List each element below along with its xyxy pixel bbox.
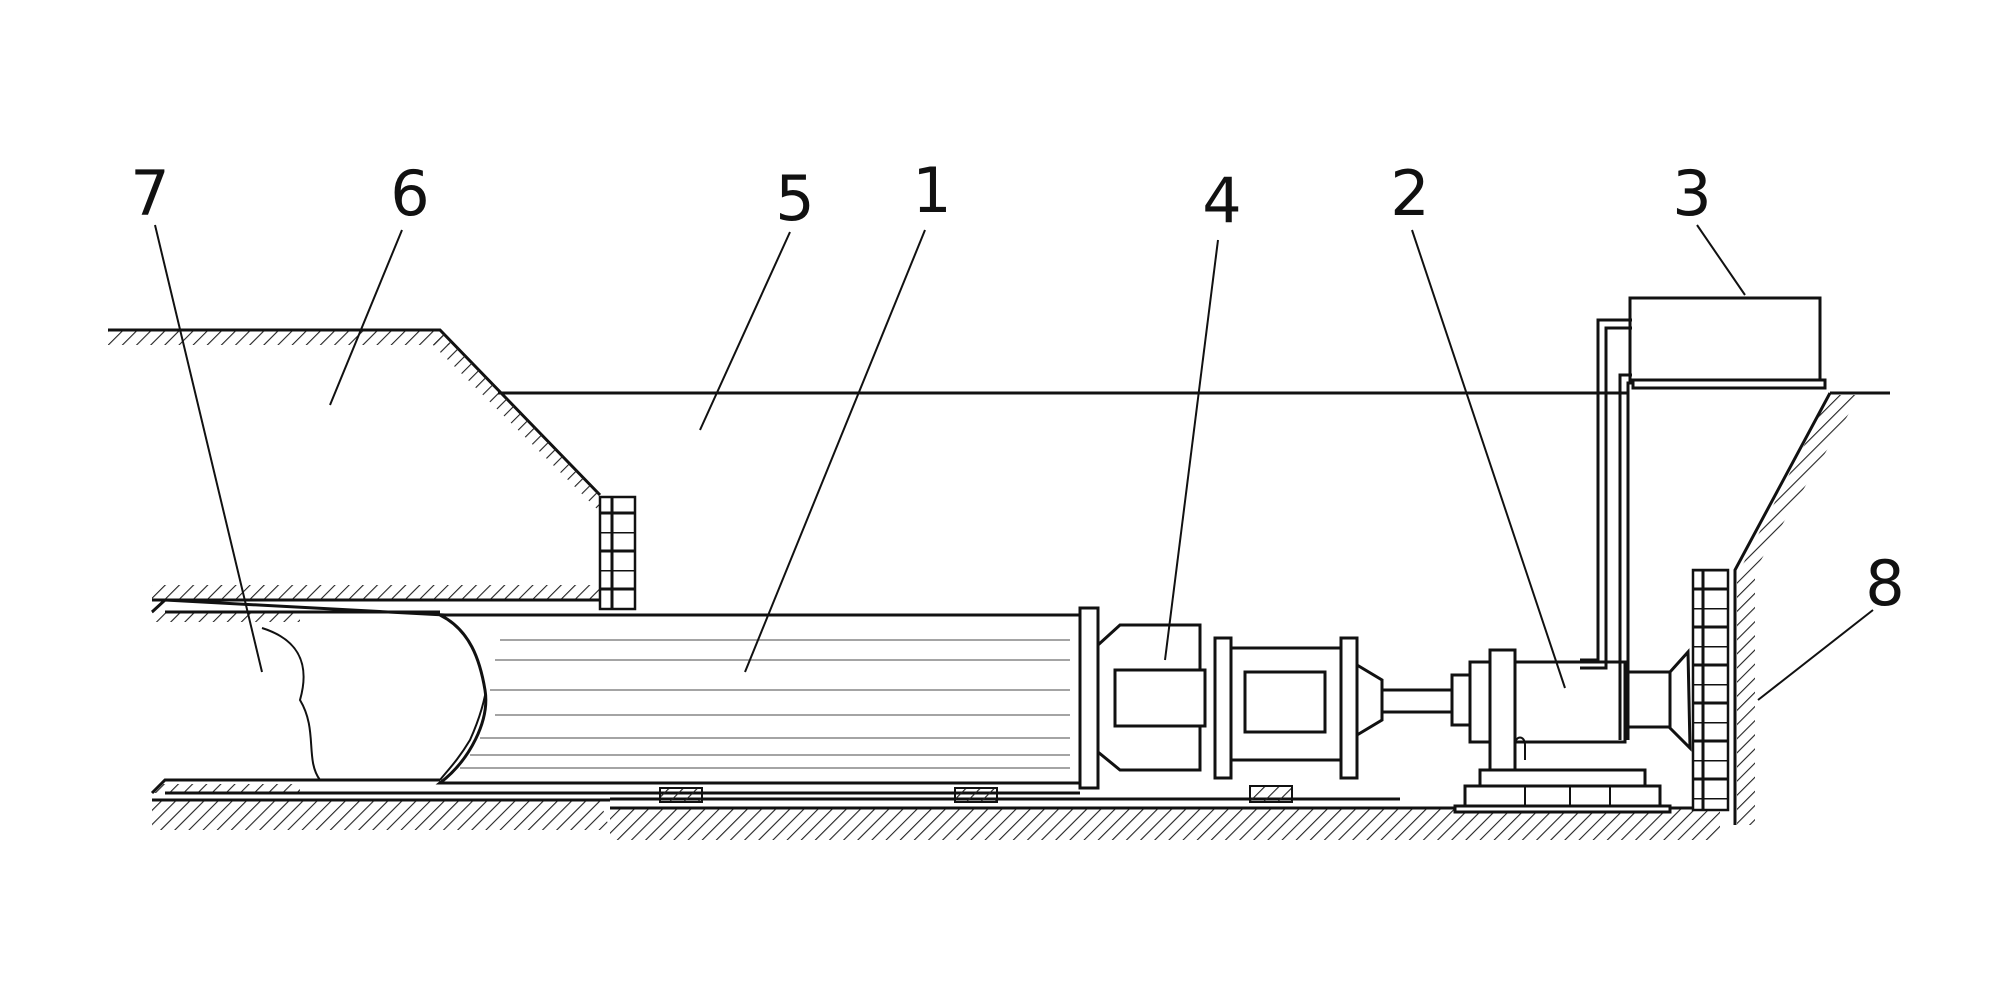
callout-5: 5 — [775, 162, 814, 235]
leader-lines — [154, 224, 1874, 701]
right-shaft-wall — [1691, 391, 1890, 825]
callout-7: 7 — [130, 157, 169, 230]
rail-sleepers — [610, 785, 1400, 803]
left-shaft-wall — [598, 495, 637, 611]
jacking-pipe — [435, 606, 1100, 790]
jacking-station — [1450, 648, 1692, 814]
jack-unit — [1096, 623, 1454, 780]
callout-labels: 7 6 5 1 4 2 3 8 — [130, 154, 1904, 620]
callout-2: 2 — [1390, 157, 1429, 230]
pipe-existing — [150, 598, 1080, 795]
callout-3: 3 — [1672, 157, 1711, 230]
callout-8: 8 — [1865, 547, 1904, 620]
callout-1: 1 — [912, 154, 951, 227]
control-box — [1580, 296, 1827, 740]
soil-body — [108, 328, 1720, 840]
callout-6: 6 — [390, 157, 429, 230]
callout-4: 4 — [1202, 164, 1241, 237]
pipe-shading — [460, 639, 1070, 769]
